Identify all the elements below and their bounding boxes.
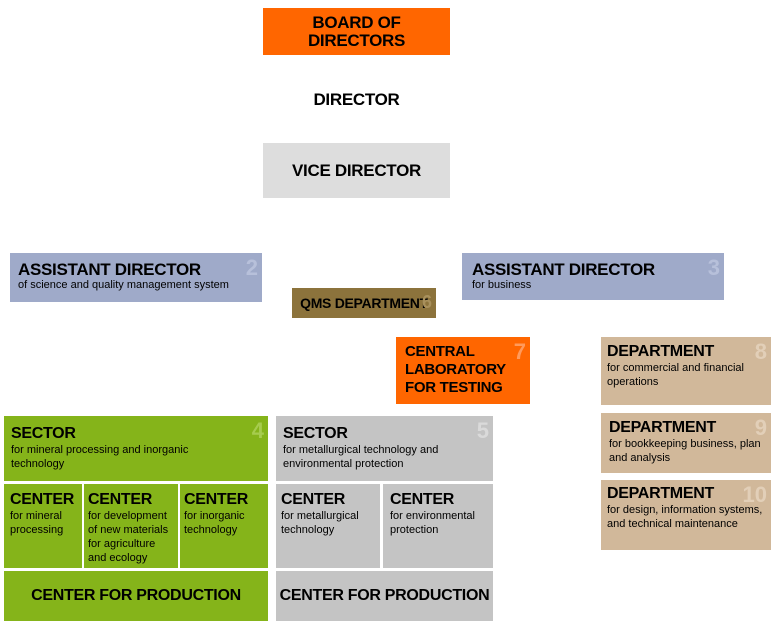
- qms-department-number: 6: [421, 292, 432, 312]
- center-for-production-metal-title: CENTER FOR PRODUCTION: [279, 587, 490, 604]
- department-design-number: 10: [742, 482, 767, 507]
- sector-metal-box: SECTOR for metallurgical technology and …: [276, 416, 493, 481]
- sector-mineral-number: 4: [251, 418, 264, 443]
- center-environmental-title: CENTER: [390, 491, 454, 508]
- center-environmental-subtitle: for environmental protection: [390, 510, 475, 536]
- department-bookkeeping-title: DEPARTMENT: [609, 419, 716, 436]
- department-design-subtitle: for design, information systems, and tec…: [607, 504, 763, 530]
- assistant-director-science-title: ASSISTANT DIRECTOR: [18, 260, 201, 279]
- qms-department-box: QMS DEPARTMENT 6: [292, 288, 436, 318]
- center-mineral-processing-subtitle: for mineral processing: [10, 510, 64, 536]
- assistant-director-business-box: ASSISTANT DIRECTOR for business 3: [462, 253, 724, 300]
- center-mineral-processing-box: CENTER for mineral processing: [4, 484, 82, 568]
- sector-metal-title: SECTOR: [283, 425, 348, 442]
- sector-mineral-title: SECTOR: [11, 425, 76, 442]
- department-bookkeeping-box: DEPARTMENT for bookkeeping business, pla…: [601, 413, 771, 473]
- center-metallurgical-title: CENTER: [281, 491, 345, 508]
- center-inorganic-title: CENTER: [184, 491, 248, 508]
- assistant-director-science-subtitle: of science and quality management system: [18, 279, 229, 291]
- center-metallurgical-subtitle: for metallurgical technology: [281, 510, 359, 536]
- center-environmental-box: CENTER for environmental protection: [383, 484, 493, 568]
- center-new-materials-subtitle: for development of new materials for agr…: [88, 510, 169, 564]
- sector-mineral-subtitle: for mineral processing and inorganic tec…: [11, 444, 189, 470]
- central-laboratory-number: 7: [513, 339, 526, 364]
- center-new-materials-box: CENTER for development of new materials …: [84, 484, 178, 568]
- director-title: DIRECTOR: [313, 89, 400, 109]
- center-for-production-mineral-title: CENTER FOR PRODUCTION: [31, 587, 241, 604]
- central-laboratory-title: CENTRAL LABORATORY FOR TESTING: [405, 343, 506, 396]
- center-inorganic-subtitle: for inorganic technology: [184, 510, 245, 536]
- sector-metal-subtitle: for metallurgical technology and environ…: [283, 444, 439, 470]
- assistant-director-science-number: 2: [245, 255, 258, 280]
- board-of-directors-box: BOARD OF DIRECTORS: [263, 8, 450, 55]
- director-box: DIRECTOR: [263, 76, 450, 123]
- sector-mineral-box: SECTOR for mineral processing and inorga…: [4, 416, 268, 481]
- department-commercial-title: DEPARTMENT: [607, 343, 714, 360]
- vice-director-title: VICE DIRECTOR: [292, 160, 421, 180]
- sector-metal-number: 5: [476, 418, 489, 443]
- center-new-materials-title: CENTER: [88, 491, 152, 508]
- center-metallurgical-box: CENTER for metallurgical technology: [276, 484, 380, 568]
- assistant-director-business-title: ASSISTANT DIRECTOR: [472, 260, 655, 279]
- board-title: BOARD OF DIRECTORS: [307, 12, 406, 50]
- qms-department-title: QMS DEPARTMENT: [300, 295, 428, 311]
- department-design-box: DEPARTMENT for design, information syste…: [601, 480, 771, 550]
- department-design-title: DEPARTMENT: [607, 485, 714, 502]
- department-bookkeeping-number: 9: [754, 415, 767, 440]
- department-bookkeeping-subtitle: for bookkeeping business, plan and analy…: [609, 438, 761, 464]
- center-for-production-metal-box: CENTER FOR PRODUCTION: [276, 571, 493, 621]
- department-commercial-box: DEPARTMENT for commercial and financial …: [601, 337, 771, 405]
- assistant-director-science-box: ASSISTANT DIRECTOR of science and qualit…: [10, 253, 262, 302]
- department-commercial-subtitle: for commercial and financial operations: [607, 362, 744, 388]
- assistant-director-business-subtitle: for business: [472, 279, 532, 291]
- central-laboratory-box: CENTRAL LABORATORY FOR TESTING 7: [396, 337, 530, 404]
- center-for-production-mineral-box: CENTER FOR PRODUCTION: [4, 571, 268, 621]
- vice-director-box: VICE DIRECTOR: [263, 143, 450, 198]
- center-inorganic-box: CENTER for inorganic technology: [180, 484, 268, 568]
- department-commercial-number: 8: [754, 339, 767, 364]
- assistant-director-business-number: 3: [707, 255, 720, 280]
- center-mineral-processing-title: CENTER: [10, 491, 74, 508]
